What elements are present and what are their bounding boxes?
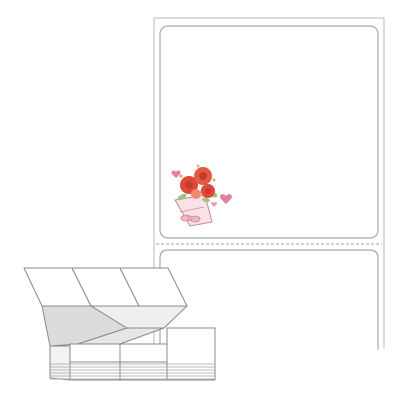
heart-icon [211,202,217,207]
label-top [159,25,379,239]
flower-bouquet-icon [174,164,218,227]
heart-icon [220,194,232,204]
heart-icon [171,170,181,178]
fanfold-stack-icon [23,267,216,381]
label-bottom [159,249,379,350]
